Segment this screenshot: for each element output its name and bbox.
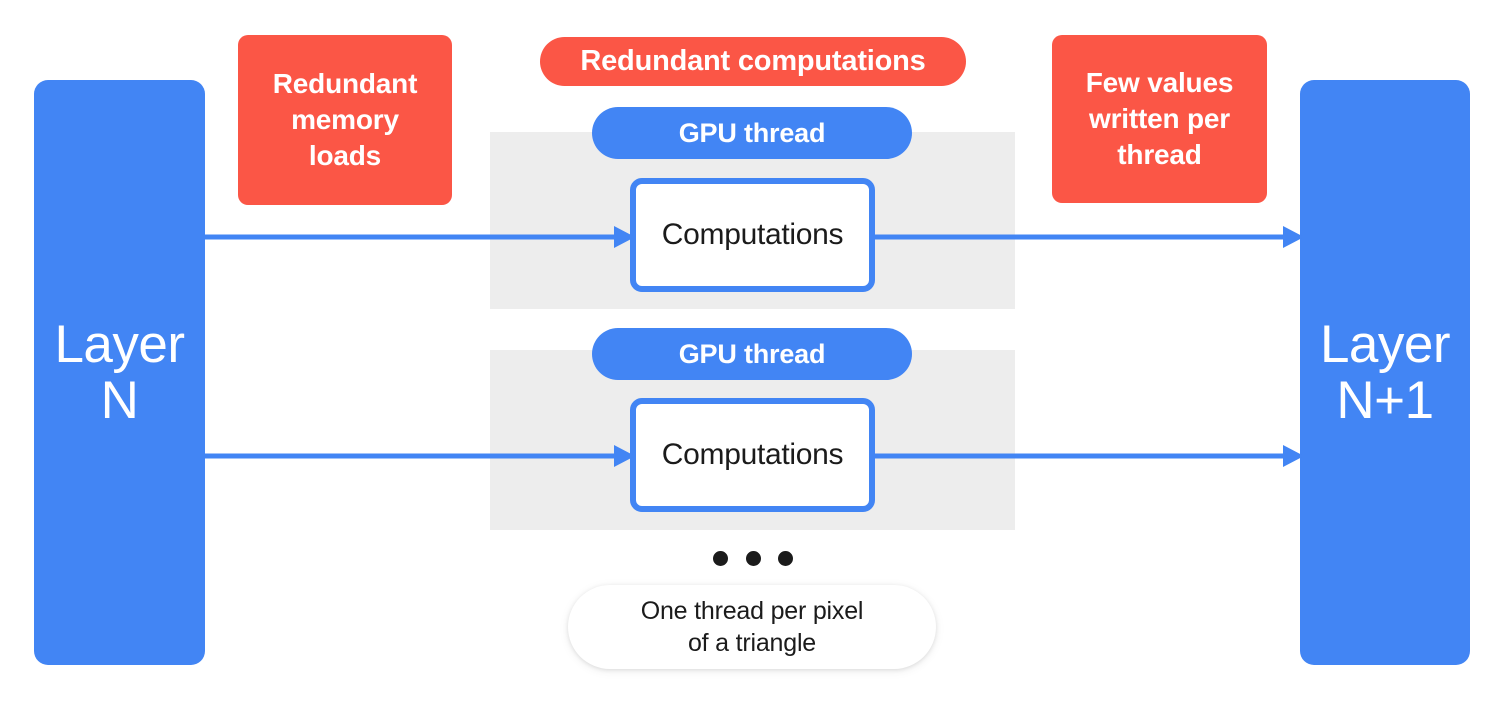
callout-few-values-written-per-thread: Few values written per thread — [1052, 35, 1267, 203]
gpu-thread-pill-2: GPU thread — [592, 328, 912, 380]
callout-redundant-computations: Redundant computations — [540, 37, 966, 86]
arrow-in-thread-1-icon — [205, 224, 635, 250]
arrow-out-thread-1-icon — [872, 224, 1304, 250]
computations-box-1: Computations — [630, 178, 875, 292]
ellipsis-dot — [713, 550, 728, 566]
gpu-thread-pill-1: GPU thread — [592, 107, 912, 159]
note-one-thread-per-pixel: One thread per pixel of a triangle — [568, 585, 936, 669]
layer-n-plus-1-block: Layer N+1 — [1300, 80, 1470, 665]
ellipsis-more-threads-icon — [713, 548, 793, 568]
ellipsis-dot — [745, 550, 761, 566]
arrow-in-thread-2-icon — [205, 443, 635, 469]
arrow-out-thread-2-icon — [872, 443, 1304, 469]
ellipsis-dot — [778, 550, 793, 566]
layer-n-block: Layer N — [34, 80, 205, 665]
computations-box-2: Computations — [630, 398, 875, 512]
callout-redundant-memory-loads: Redundant memory loads — [238, 35, 452, 205]
